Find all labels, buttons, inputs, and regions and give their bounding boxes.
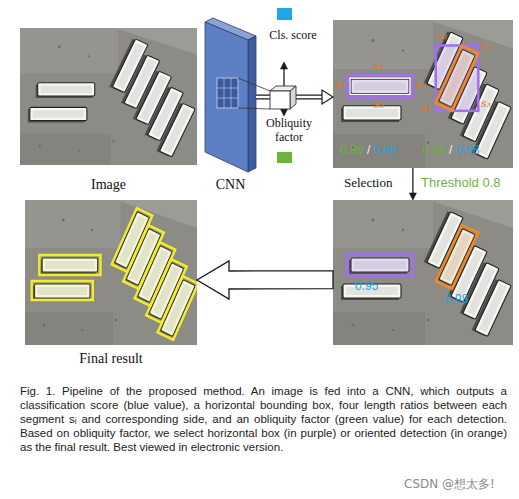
- watermark: CSDN @想太多!: [404, 478, 495, 492]
- score-swatch: [277, 8, 292, 20]
- output-label-box: Cls. score: [268, 28, 318, 62]
- arrow-head: [409, 193, 416, 200]
- input-image-panel: Image: [20, 28, 197, 165]
- connector: [256, 62, 288, 97]
- oriented-box: [436, 46, 479, 111]
- output-cube: [270, 86, 296, 109]
- segment-label: s₃: [481, 98, 491, 111]
- block-label: CNN: [185, 177, 276, 193]
- score-value: 0.95: [374, 144, 397, 158]
- result-image: [25, 200, 198, 345]
- hollow-arrow: [197, 261, 333, 299]
- connector: [409, 168, 416, 200]
- output-label: Cls. score: [268, 29, 318, 43]
- arrow-head: [281, 109, 288, 116]
- detection-image: [333, 20, 513, 168]
- panel-label: Final result: [25, 351, 197, 367]
- connector: [197, 261, 333, 299]
- obliquity-swatch: [277, 152, 292, 163]
- double-arrow-shaft: [256, 96, 322, 98]
- connector: [256, 90, 333, 104]
- segment-label: s₃: [374, 99, 384, 112]
- horizontal-box: [347, 75, 413, 97]
- score-value: 0.98: [445, 293, 468, 307]
- selected-image: [333, 200, 513, 345]
- cnn-block: CNN: [205, 18, 256, 172]
- output-label: Obliquity factor: [258, 117, 320, 145]
- segment-label: s₁: [374, 60, 384, 73]
- arrow-head: [281, 62, 288, 69]
- score-value: 0.98: [456, 144, 479, 158]
- result-panel: Final result: [25, 200, 197, 345]
- output-label-box: Obliquity factor: [258, 116, 320, 148]
- score-value: 0.36: [422, 144, 445, 158]
- arrow-line: [256, 97, 284, 109]
- segment-label: s₂: [416, 78, 426, 91]
- aerial-image: [20, 28, 197, 165]
- arrow-line: [412, 168, 413, 193]
- threshold-label: Threshold 0.8: [421, 176, 501, 191]
- figure-caption: Fig. 1. Pipeline of the proposed method.…: [20, 384, 507, 454]
- connector: [256, 97, 288, 116]
- double-arrow-shaft: [256, 95, 322, 100]
- score-value: 0.89: [340, 144, 363, 158]
- horizontal-box: [436, 46, 479, 111]
- horizontal-box: [347, 254, 413, 276]
- result-boxes: [32, 208, 199, 340]
- segment-label: s₂: [481, 40, 491, 53]
- score-value: /: [367, 144, 370, 158]
- selection-panel: 0.95 0.98: [333, 200, 513, 345]
- panel-label: Image: [20, 177, 197, 193]
- arrow-line: [256, 69, 284, 97]
- arrow-head: [322, 90, 333, 104]
- score-value: 0.95: [355, 280, 378, 294]
- score-value: /: [449, 144, 452, 158]
- segment-box: [350, 78, 410, 94]
- segment-label: s₄: [335, 78, 345, 91]
- step-label: Selection: [344, 176, 392, 191]
- cnn-slab: [205, 18, 270, 172]
- segment-label: s₁: [438, 30, 448, 43]
- oriented-box: [436, 225, 479, 289]
- segment-label: s₄: [421, 102, 431, 115]
